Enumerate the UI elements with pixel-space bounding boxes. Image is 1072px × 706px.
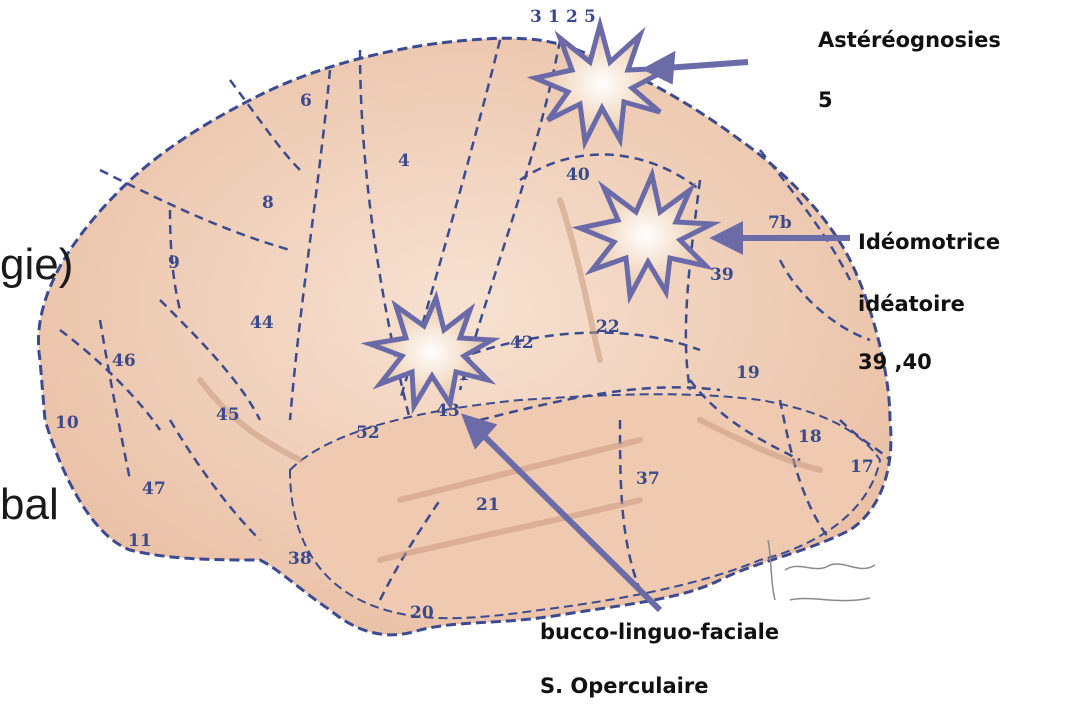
label-ideo-areas: 39 ,40 xyxy=(858,350,932,374)
area-label: 1 xyxy=(548,7,560,27)
label-astereognosies: Astéréognosies xyxy=(818,28,1001,52)
label-operculaire: S. Operculaire xyxy=(540,674,708,698)
area-label: 17 xyxy=(850,457,874,477)
area-label: 42 xyxy=(510,333,534,353)
area-label: 47 xyxy=(142,479,166,499)
slide-text-fragment: gie) xyxy=(0,240,73,290)
label-ideomotrice: Idéomotrice xyxy=(858,230,1000,254)
area-label: 5 xyxy=(584,7,596,27)
area-label: 10 xyxy=(55,413,79,433)
area-label: 21 xyxy=(476,495,500,515)
arrow-astereognosies xyxy=(666,62,748,68)
area-label: 3 xyxy=(530,7,542,27)
area-label: 46 xyxy=(112,351,136,371)
area-label: 20 xyxy=(410,603,434,623)
area-label: 37 xyxy=(636,469,660,489)
area-label: 8 xyxy=(262,193,274,213)
label-ideatoire: idéatoire xyxy=(858,292,965,316)
area-label: 2 xyxy=(566,7,578,27)
area-label: 19 xyxy=(736,363,760,383)
area-label: 6 xyxy=(300,91,312,111)
area-label: 18 xyxy=(798,427,822,447)
area-label: 4 xyxy=(398,151,410,171)
area-label: 22 xyxy=(596,317,620,337)
label-astereognosies-area: 5 xyxy=(818,88,833,112)
slide-text-fragment: bal xyxy=(0,480,59,530)
area-label: 9 xyxy=(168,253,180,273)
area-label: 7b xyxy=(768,213,792,233)
area-label: 44 xyxy=(250,313,274,333)
area-label: 40 xyxy=(566,165,590,185)
area-label: 11 xyxy=(128,531,152,551)
label-bucco-linguo-faciale: bucco-linguo-faciale xyxy=(540,620,779,644)
area-label: 38 xyxy=(288,549,312,569)
area-label: 45 xyxy=(216,405,240,425)
area-label: 39 xyxy=(710,265,734,285)
area-label: 52 xyxy=(356,423,380,443)
